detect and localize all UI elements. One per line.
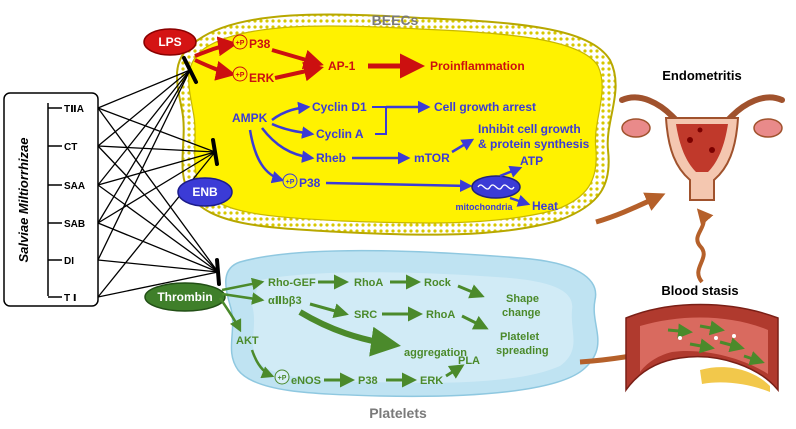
compound-label: SAA: [64, 181, 85, 192]
phospho-icon: [274, 369, 290, 385]
blood-stasis-title: Blood stasis: [661, 283, 738, 298]
ap1-node: AP-1: [328, 59, 356, 73]
endometritis-title: Endometritis: [662, 68, 741, 83]
salviae-box: Salviae Miltiorrhizae TⅡA CT SAA SAB DI …: [3, 92, 99, 307]
beecs-title: BEECs: [372, 12, 419, 28]
compound-label: DI: [64, 256, 74, 267]
compound-label: SAB: [64, 219, 85, 230]
compound-label: TⅡA: [64, 104, 84, 115]
compound-label: T Ⅰ: [64, 293, 77, 304]
pla-node: PLA: [458, 355, 480, 367]
src-node: SRC: [354, 309, 377, 321]
erk-node-platelet: ERK: [420, 375, 443, 387]
salviae-label: Salviae Miltiorrhizae: [16, 138, 31, 263]
rho-gef-node: Rho-GEF: [268, 277, 316, 289]
inhibition-bars: [182, 56, 221, 286]
enos-node: eNOS: [291, 375, 321, 387]
integrin-node: αⅡbβ3: [268, 295, 302, 307]
inhibition-lines: [97, 69, 219, 298]
cyclin-d1-node: Cyclin D1: [312, 100, 367, 114]
inhibit-node-1: Inhibit cell growth: [478, 122, 581, 136]
phospho-label: +P: [278, 375, 287, 382]
rock-node: Rock: [424, 277, 452, 289]
rhoa-node-2: RhoA: [426, 309, 455, 321]
blood-vessel-icon: [625, 303, 779, 393]
atp-node: ATP: [520, 154, 543, 168]
phospho-label: +P: [286, 179, 295, 186]
uterus-icon: [619, 94, 785, 201]
shape-node-1: Shape: [506, 293, 539, 305]
phospho-label: +P: [236, 72, 245, 79]
green-pathway: Rho-GEF RhoA Rock Shape change αⅡbβ3 SRC…: [218, 274, 549, 388]
lps-badge: LPS: [143, 28, 197, 56]
phospho-icon: [232, 66, 248, 82]
rheb-node: Rheb: [316, 151, 346, 165]
spread-node-2: spreading: [496, 345, 549, 357]
aggregation-node: aggregation: [404, 347, 467, 359]
p38-node: P38: [358, 375, 378, 387]
proinflammation-node: Proinflammation: [430, 59, 525, 73]
enb-label: ENB: [192, 185, 218, 199]
growth-arrest-node: Cell growth arrest: [434, 100, 536, 114]
mitochondria-icon: [471, 175, 521, 199]
compound-label: CT: [64, 142, 77, 153]
platelets-title: Platelets: [369, 405, 427, 421]
rhoa-node-1: RhoA: [354, 277, 383, 289]
p38-top: P38: [249, 37, 271, 51]
shape-node-2: change: [502, 307, 541, 319]
enb-badge: ENB: [177, 177, 233, 207]
thrombin-badge: Thrombin: [144, 282, 226, 312]
inhibit-node-2: & protein synthesis: [478, 137, 590, 151]
thrombin-label: Thrombin: [157, 290, 212, 304]
cyclin-a-node: Cyclin A: [316, 127, 364, 141]
phospho-icon: [282, 173, 298, 189]
p38-bottom: P38: [299, 176, 321, 190]
red-pathway: +P P38 +P ERK AP-1 Proinflammation: [194, 34, 525, 85]
mitochondria-label: mitochondria: [455, 202, 513, 212]
heat-node: Heat: [532, 199, 558, 213]
phospho-label: +P: [236, 40, 245, 47]
blue-pathway: AMPK Cyclin D1 Cyclin A Cell growth arre…: [232, 100, 590, 213]
phospho-icon: [232, 34, 248, 50]
spread-node-1: Platelet: [500, 331, 539, 343]
erk-node: ERK: [249, 71, 275, 85]
ampk-node: AMPK: [232, 111, 268, 125]
platelets-cell: [225, 249, 599, 398]
mtor-node: mTOR: [414, 151, 450, 165]
akt-node: AKT: [236, 335, 259, 347]
lps-label: LPS: [158, 35, 181, 49]
